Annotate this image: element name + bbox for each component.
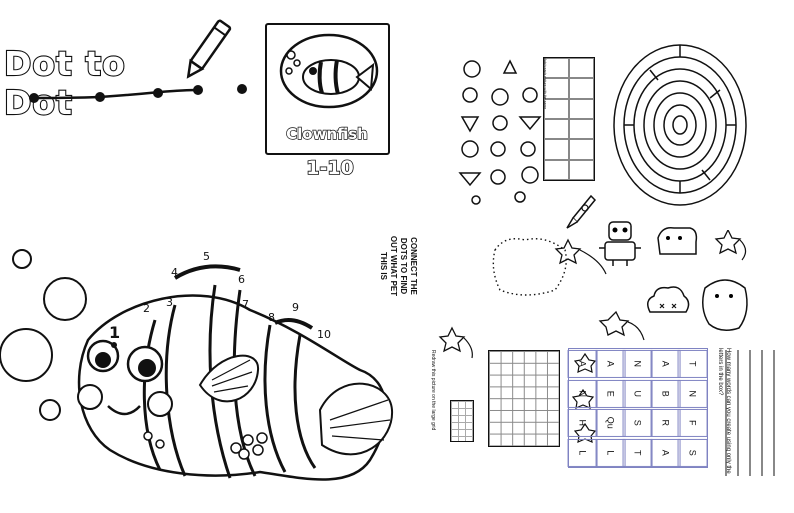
dot-label-10: 10: [317, 328, 331, 341]
letter-cell: F: [678, 408, 708, 437]
dot-label-4: 4: [171, 266, 178, 279]
letter-cell: N: [568, 379, 598, 408]
dot-label-3: 3: [166, 296, 173, 309]
clownfish-dot-to-dot-drawing: [0, 249, 394, 481]
letter-cell: L: [568, 438, 598, 467]
preview-caption: Clownfish: [285, 124, 368, 143]
letter-cell: R: [650, 408, 681, 437]
letter-cell: S: [678, 438, 708, 467]
title-text: Dot to Dot: [3, 43, 126, 123]
shooting-star-icons: [438, 230, 747, 359]
letter-cell: A: [568, 349, 598, 378]
dog-icon: [657, 226, 698, 255]
dot-label-6: 6: [238, 273, 245, 286]
small-redraw-grid: [450, 400, 474, 442]
dot-label-7: 7: [242, 298, 249, 311]
letter-cell: Qu: [595, 408, 626, 437]
bubbles-icon: [0, 249, 87, 421]
right-activity-sheet: Match each picture with the same: [379, 0, 794, 513]
clownfish-preview-icon: [279, 33, 379, 109]
letter-cell: A: [650, 349, 681, 378]
dotted-pet-outline: [492, 238, 567, 296]
circular-maze: [613, 44, 747, 206]
matching-header: Match each picture with the same: [543, 57, 547, 110]
letter-cell: H: [568, 408, 598, 437]
letter-cell: U: [623, 379, 653, 408]
preview-card: Clownfish: [265, 23, 390, 155]
matching-table: [543, 57, 595, 181]
letter-cell: B: [650, 379, 681, 408]
rocket-icon: [566, 194, 597, 229]
picture-match-icons: [458, 59, 542, 205]
connect-dots-instructions: CONNECT THE DOTS TO FIND OUT WHAT PET TH…: [379, 235, 418, 297]
left-activity-sheet: Dot to Dot Clownfish 1-10: [0, 19, 394, 481]
large-redraw-grid: [488, 350, 560, 447]
dot-label-5: 5: [203, 250, 210, 263]
word-letter-grid: A A N A T N E U B N H Qu S R F L L T A S: [568, 348, 708, 468]
pencil-icon: [186, 19, 232, 79]
cloud-icon: [647, 286, 690, 313]
cat-icon: [702, 279, 748, 331]
letter-cell: E: [595, 379, 626, 408]
dot-label-8: 8: [268, 311, 275, 324]
letter-cell: A: [650, 438, 681, 467]
letter-cell: N: [678, 379, 708, 408]
letter-cell: L: [595, 438, 626, 467]
letter-cell: A: [595, 349, 626, 378]
dot-label-9: 9: [292, 301, 299, 314]
robot-icon: [599, 221, 641, 266]
pencil-dots-illustration: [29, 19, 247, 103]
dot-label-1: 1: [109, 323, 121, 342]
preview-range: 1-10: [305, 156, 354, 180]
letter-cell: S: [623, 408, 653, 437]
dot-label-2: 2: [143, 302, 150, 315]
redraw-instructions: Redraw this picture on the large grid: [430, 350, 436, 431]
dot-to-dot-title: Dot to Dot: [3, 43, 194, 123]
writing-lines: [725, 350, 775, 476]
letter-cell: N: [623, 349, 653, 378]
sparkle-icons: [571, 352, 597, 443]
letter-cell: T: [678, 349, 708, 378]
letter-cell: T: [623, 438, 653, 467]
